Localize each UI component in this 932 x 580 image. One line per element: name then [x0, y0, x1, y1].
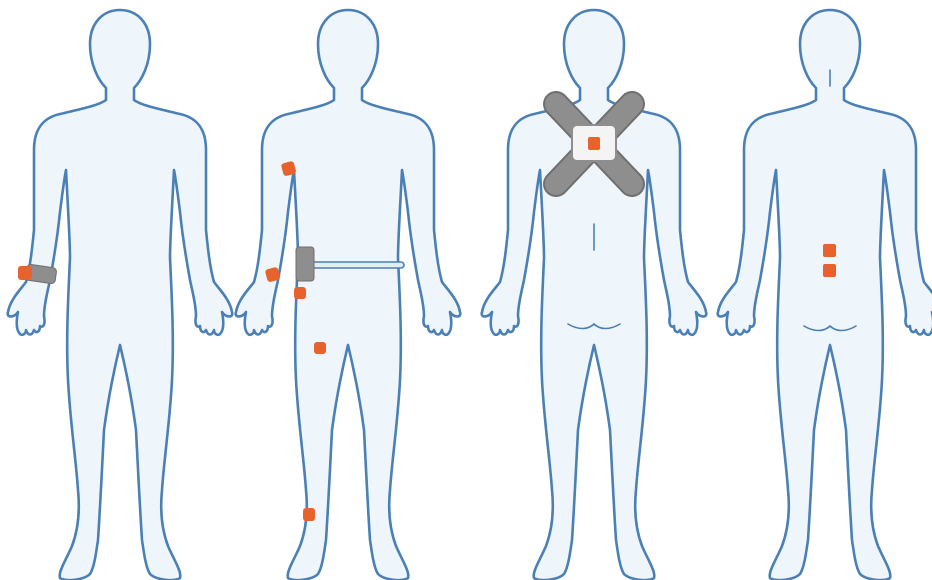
sensor-square-icon	[18, 266, 32, 280]
human-silhouette-back-icon	[482, 10, 707, 580]
ankle-sensor	[303, 508, 315, 521]
figure-1	[8, 10, 233, 580]
thigh-sensor	[314, 342, 326, 354]
human-silhouette-back-icon	[718, 10, 932, 580]
belt-strap	[308, 262, 404, 268]
belt-device	[296, 247, 314, 281]
figure-3	[482, 10, 707, 580]
figure-2	[236, 10, 461, 580]
human-silhouette-front-icon	[8, 10, 233, 580]
wristband-sensor	[18, 264, 57, 284]
figure-4	[718, 10, 932, 580]
sensor-square-icon	[588, 137, 600, 150]
lower-back-sensor-lower	[823, 264, 836, 277]
human-silhouette-front-icon	[236, 10, 461, 580]
lower-back-sensor-upper	[823, 244, 836, 257]
hip-sensor	[294, 287, 306, 299]
